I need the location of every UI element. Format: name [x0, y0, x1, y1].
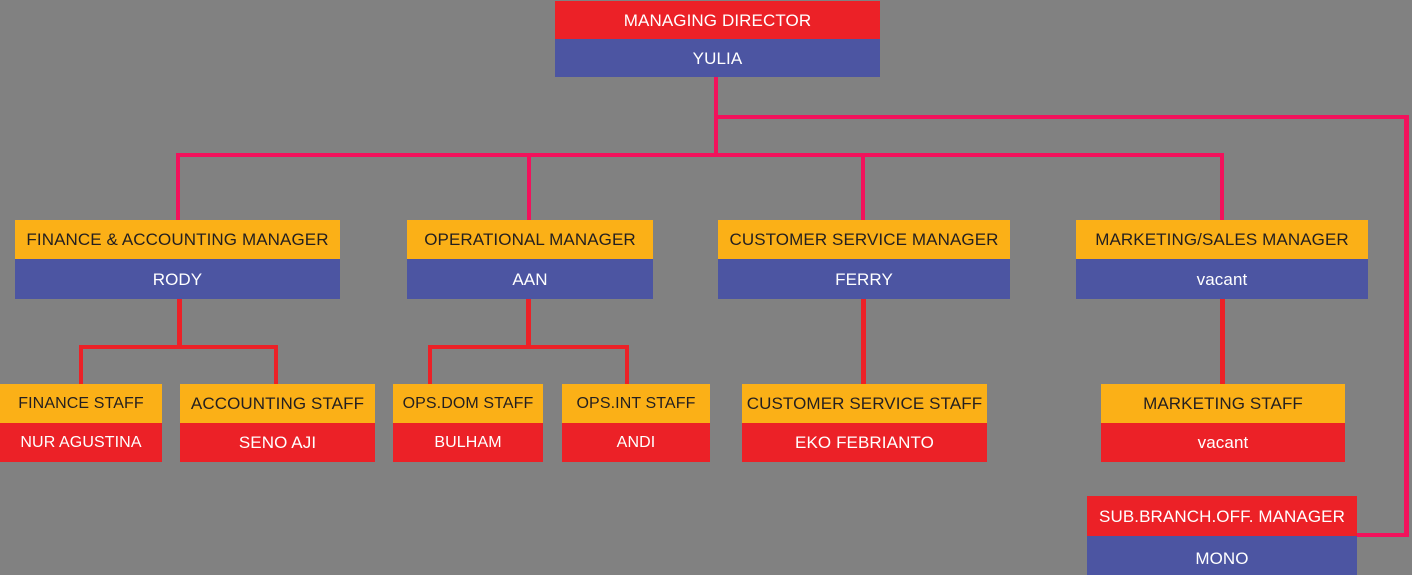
connector-subbranch-in	[1357, 533, 1409, 537]
node-marketing-staff: MARKETING STAFF vacant	[1101, 384, 1345, 462]
connector-finance-staff-drop	[79, 345, 83, 384]
node-person: BULHAM	[393, 423, 543, 462]
node-title: SUB.BRANCH.OFF. MANAGER	[1087, 496, 1357, 536]
node-operational-manager: OPERATIONAL MANAGER AAN	[407, 220, 653, 299]
node-title: FINANCE & ACCOUNTING MANAGER	[15, 220, 340, 259]
node-title: OPERATIONAL MANAGER	[407, 220, 653, 259]
node-title: MARKETING STAFF	[1101, 384, 1345, 423]
connector-right-edge	[1404, 115, 1409, 537]
connector-drop-cs	[861, 153, 865, 220]
node-customer-service-staff: CUSTOMER SERVICE STAFF EKO FEBRIANTO	[742, 384, 987, 462]
node-marketing-sales-manager: MARKETING/SALES MANAGER vacant	[1076, 220, 1368, 299]
node-finance-accounting-manager: FINANCE & ACCOUNTING MANAGER RODY	[15, 220, 340, 299]
node-ops-dom-staff: OPS.DOM STAFF BULHAM	[393, 384, 543, 462]
node-person: MONO	[1087, 536, 1357, 575]
node-person: EKO FEBRIANTO	[742, 423, 987, 462]
node-title: CUSTOMER SERVICE MANAGER	[718, 220, 1010, 259]
connector-opsdom-staff-drop	[428, 345, 432, 384]
node-title: ACCOUNTING STAFF	[180, 384, 375, 423]
node-title: MANAGING DIRECTOR	[555, 1, 880, 39]
node-title: OPS.INT STAFF	[562, 384, 710, 423]
node-person: NUR AGUSTINA	[0, 423, 162, 462]
node-accounting-staff: ACCOUNTING STAFF SENO AJI	[180, 384, 375, 462]
node-person: SENO AJI	[180, 423, 375, 462]
node-ops-int-staff: OPS.INT STAFF ANDI	[562, 384, 710, 462]
node-person: vacant	[1101, 423, 1345, 462]
node-title: CUSTOMER SERVICE STAFF	[742, 384, 987, 423]
connector-md-to-right	[714, 115, 1409, 119]
connector-accounting-staff-drop	[274, 345, 278, 384]
node-person: RODY	[15, 259, 340, 299]
connector-marketing-staff-drop	[1220, 299, 1225, 384]
node-title: OPS.DOM STAFF	[393, 384, 543, 423]
node-person: vacant	[1076, 259, 1368, 299]
node-title: MARKETING/SALES MANAGER	[1076, 220, 1368, 259]
node-title: FINANCE STAFF	[0, 384, 162, 423]
node-customer-service-manager: CUSTOMER SERVICE MANAGER FERRY	[718, 220, 1010, 299]
connector-drop-marketing	[1220, 153, 1224, 220]
node-person: YULIA	[555, 39, 880, 77]
connector-manager-rail	[176, 153, 1224, 157]
connector-ops-drop	[526, 299, 531, 347]
connector-opsint-staff-drop	[625, 345, 629, 384]
connector-finance-rail	[79, 345, 278, 349]
node-person: FERRY	[718, 259, 1010, 299]
connector-finance-drop	[177, 299, 182, 347]
node-person: AAN	[407, 259, 653, 299]
connector-ops-rail	[428, 345, 629, 349]
node-sub-branch-office-manager: SUB.BRANCH.OFF. MANAGER MONO	[1087, 496, 1357, 575]
connector-drop-ops	[527, 153, 531, 220]
node-finance-staff: FINANCE STAFF NUR AGUSTINA	[0, 384, 162, 462]
node-managing-director: MANAGING DIRECTOR YULIA	[555, 1, 880, 77]
connector-cs-staff-drop	[861, 299, 866, 384]
connector-drop-finance	[176, 153, 180, 220]
node-person: ANDI	[562, 423, 710, 462]
